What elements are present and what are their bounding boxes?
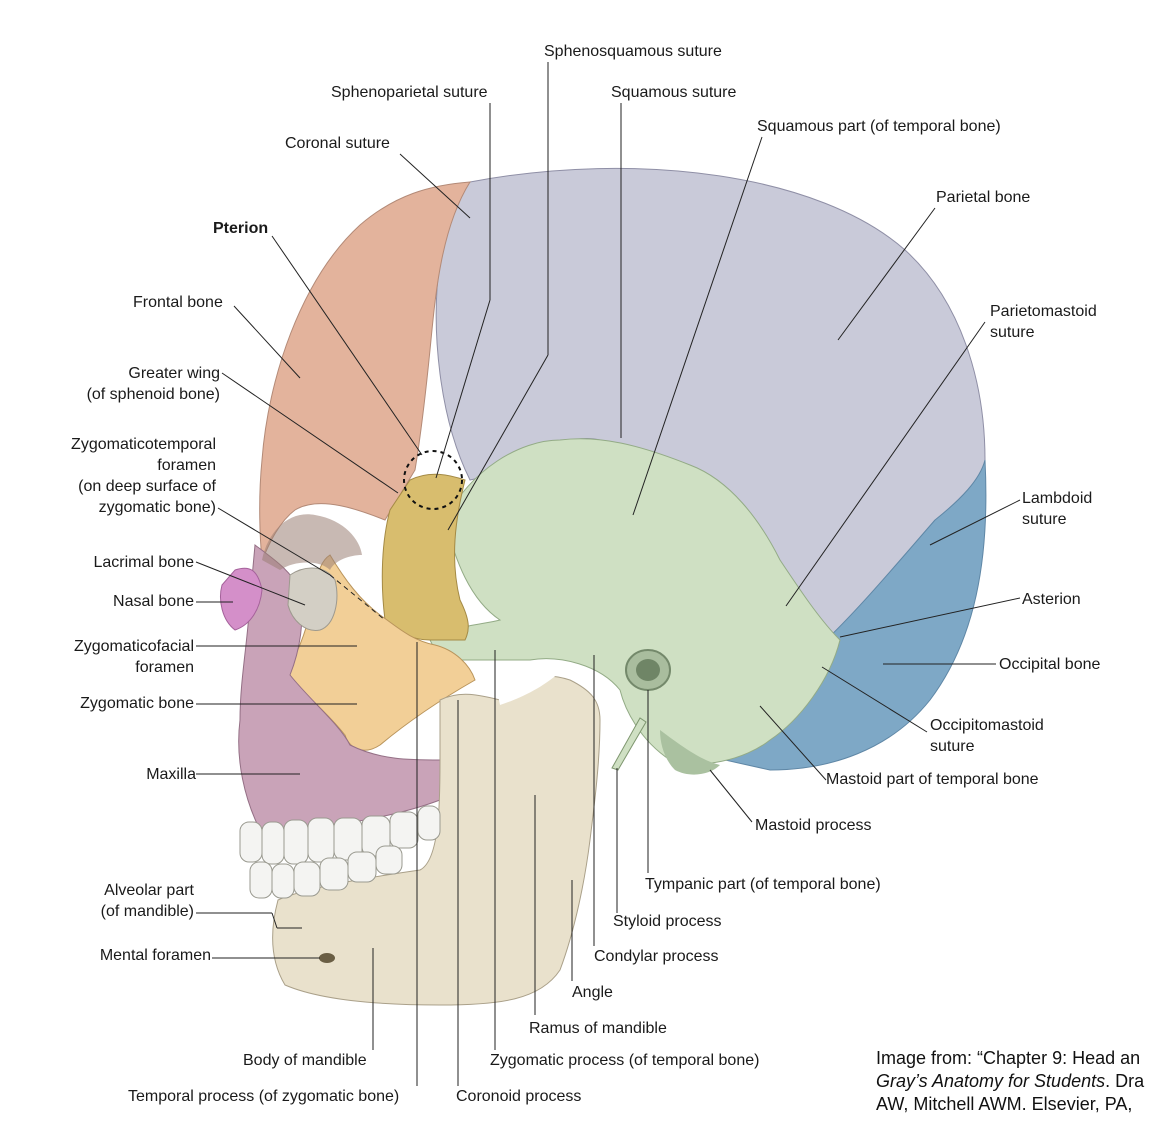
credit-line-2: Gray’s Anatomy for Students. Dra [876,1070,1163,1093]
sphenoid-greater-wing-region [381,473,469,641]
label-body-of-mandible: Body of mandible [243,1052,367,1069]
teeth [239,805,441,899]
mandibular-notch [495,666,560,705]
label-lambdoid-suture-1: Lambdoid [1022,490,1093,507]
label-greater-wing-1: Greater wing [128,365,220,382]
label-parietomastoid-suture-1: Parietomastoid [990,303,1097,320]
label-parietomastoid-suture-2: suture [990,324,1035,341]
label-zygomatic-process: Zygomatic process (of temporal bone) [490,1052,760,1069]
label-greater-wing-2: (of sphenoid bone) [86,386,220,403]
label-zygomaticofacial-2: foramen [135,659,194,676]
label-asterion: Asterion [1022,591,1081,608]
label-condylar-process: Condylar process [594,948,719,965]
label-coronal-suture: Coronal suture [285,135,390,152]
label-lambdoid-suture-2: suture [1022,511,1067,528]
pterion-circle [403,450,463,510]
label-mastoid-part: Mastoid part of temporal bone [826,771,1039,788]
label-ramus-of-mandible: Ramus of mandible [529,1020,667,1037]
credit-line-3: AW, Mitchell AWM. Elsevier, PA, [876,1094,1133,1114]
label-sphenosquamous-suture: Sphenosquamous suture [544,43,722,60]
label-nasal-bone: Nasal bone [113,593,194,610]
label-lacrimal-bone: Lacrimal bone [93,554,195,571]
label-temporal-process: Temporal process (of zygomatic bone) [128,1088,400,1105]
label-occipitomastoid-suture-2: suture [930,738,975,755]
label-maxilla: Maxilla [146,766,196,783]
label-mastoid-process: Mastoid process [755,817,872,834]
label-coronoid-process: Coronoid process [456,1088,582,1105]
lacrimal-bone-region [287,567,338,631]
mastoid-process-region [660,730,720,775]
label-zygomaticofacial-1: Zygomaticofacial [73,638,194,655]
label-parietal-bone: Parietal bone [936,189,1031,206]
label-alveolar-part-1: Alveolar part [104,882,194,899]
styloid-process-region [611,717,647,771]
label-squamous-part: Squamous part (of temporal bone) [757,118,1001,135]
credit-book-title: Gray’s Anatomy for Students [876,1071,1106,1091]
label-zygomatic-bone: Zygomatic bone [80,695,194,712]
image-credit: Image from: “Chapter 9: Head an Gray’s A… [876,1047,1163,1116]
label-mental-foramen: Mental foramen [99,947,211,964]
label-angle: Angle [572,984,613,1001]
label-pterion: Pterion [213,220,269,237]
label-alveolar-part-2: (of mandible) [100,903,194,920]
mental-foramen [319,953,335,963]
label-zygomaticotemporal-1: Zygomaticotemporal [71,436,216,453]
label-tympanic-part: Tympanic part (of temporal bone) [645,876,881,893]
leader-lines [195,62,1021,1086]
label-zygomaticotemporal-4: zygomatic bone) [98,499,216,516]
label-frontal-bone: Frontal bone [133,294,223,311]
credit-line-2-rest: . Dra [1105,1071,1145,1091]
credit-line-1: Image from: “Chapter 9: Head an [876,1048,1141,1068]
label-styloid-process: Styloid process [613,913,722,930]
orbit-region [262,514,362,570]
label-zygomaticotemporal-3: (on deep surface of [78,478,216,495]
label-occipitomastoid-suture-1: Occipitomastoid [930,717,1044,734]
temporal-bone-region [429,438,841,765]
label-squamous-suture: Squamous suture [611,84,737,101]
label-zygomaticotemporal-2: foramen [157,457,216,474]
label-sphenoparietal-suture: Sphenoparietal suture [331,84,488,101]
label-occipital-bone: Occipital bone [999,656,1101,673]
